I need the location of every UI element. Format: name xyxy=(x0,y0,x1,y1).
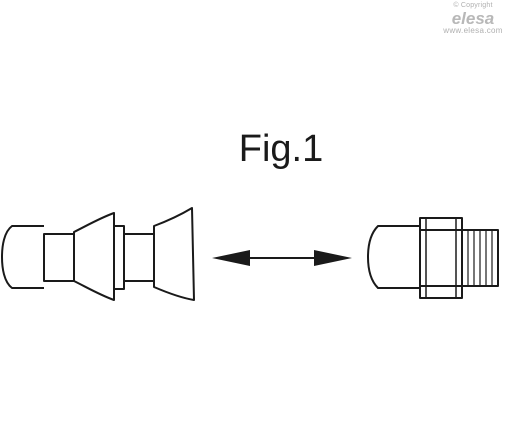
elesa-url: www.elesa.com xyxy=(443,26,503,35)
right-socket xyxy=(153,207,195,301)
arrow-head-left xyxy=(212,250,250,266)
connector-drawing xyxy=(367,217,499,299)
hex-nut xyxy=(419,217,463,299)
elesa-logo: elesa xyxy=(452,10,495,26)
hose-segment-drawing xyxy=(1,207,195,301)
connector-ball xyxy=(367,225,420,289)
copyright-text: © Copyright xyxy=(453,2,493,9)
left-neck xyxy=(43,233,75,282)
figure-title: Fig.1 xyxy=(238,128,324,170)
left-ball xyxy=(1,225,44,289)
svg-text:elesa: elesa xyxy=(452,10,495,26)
socket-collar xyxy=(113,225,125,290)
arrow-head-right xyxy=(314,250,352,266)
right-neck xyxy=(123,233,155,282)
socket-body xyxy=(73,212,115,301)
double-arrow xyxy=(212,250,352,266)
copyright-watermark: © Copyright elesa www.elesa.com xyxy=(440,2,506,35)
